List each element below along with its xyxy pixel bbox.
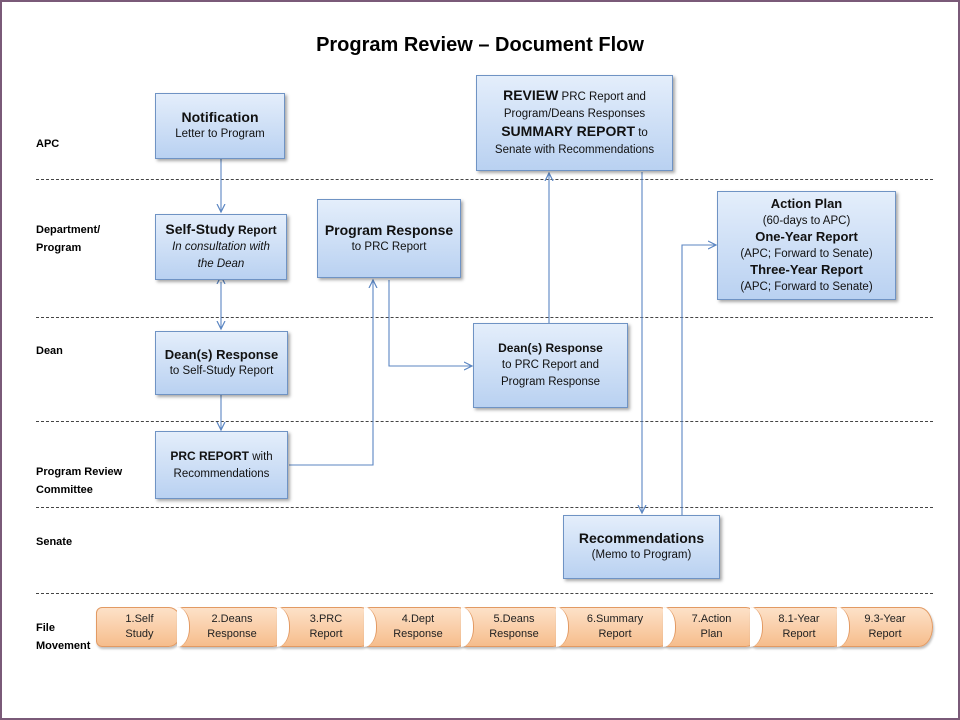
file-step-label: Report: [309, 628, 343, 640]
prc-report-heading: PRC REPORT: [170, 448, 250, 463]
notification-text: Letter to Program: [175, 128, 265, 140]
dean-response-text: to Self-Study Report: [169, 365, 274, 377]
review-text: to: [635, 127, 648, 139]
file-step-label: 7.Action: [691, 613, 732, 625]
lane-label-dean: Dean: [36, 345, 63, 357]
self-study-heading-suffix: Report: [234, 223, 277, 237]
recommendations-box: Recommendations (Memo to Program): [563, 515, 720, 579]
file-step-label: Plan: [700, 628, 723, 640]
lane-label-apc: APC: [36, 138, 60, 150]
lane-label-line: Program Review: [36, 466, 123, 478]
file-step-label: 4.Dept: [401, 613, 435, 625]
file-step-label: 1.Self: [125, 613, 154, 625]
file-step-label: Response: [207, 628, 257, 640]
dean-response-prc-box: Dean(s) Response to PRC Report and Progr…: [473, 323, 628, 408]
recommendations-heading: Recommendations: [578, 530, 705, 546]
file-step-label: 3.PRC: [309, 613, 343, 625]
lane-label-senate: Senate: [36, 536, 73, 548]
review-summary-box: REVIEW PRC Report and Program/Deans Resp…: [476, 75, 673, 171]
review-text: PRC Report and: [558, 91, 646, 103]
three-year-report-heading: Three-Year Report: [750, 262, 863, 277]
file-step-label: Response: [489, 628, 539, 640]
notification-heading: Notification: [181, 109, 259, 125]
lane-label-line: Department/: [36, 224, 101, 236]
notification-box: Notification Letter to Program: [155, 93, 285, 159]
program-response-text: to PRC Report: [351, 240, 427, 253]
review-heading: REVIEW: [503, 87, 559, 103]
chevron-notch: [364, 607, 377, 647]
self-study-heading: Self-Study: [165, 221, 235, 237]
lane-label-file-movement: File Movement: [36, 619, 90, 655]
file-step-label: Report: [782, 628, 816, 640]
program-response-box: Program Response to PRC Report: [317, 199, 461, 278]
file-step-label: Report: [868, 628, 902, 640]
chevron-notch: [177, 607, 190, 647]
action-plan-text: (APC; Forward to Senate): [740, 280, 873, 293]
one-year-report-heading: One-Year Report: [755, 229, 858, 244]
file-step-label: 5.Deans: [493, 613, 535, 625]
file-step-label: 2.Deans: [211, 613, 253, 625]
lane-divider: [36, 507, 933, 508]
dean-response-heading: Dean(s) Response: [164, 347, 279, 362]
chevron-notch: [556, 607, 569, 647]
chevron-notch: [837, 607, 850, 647]
action-plan-text: (60-days to APC): [762, 214, 851, 227]
chevron-notch: [461, 607, 474, 647]
dean-response-prc-text: to PRC Report and: [501, 359, 600, 371]
review-text: Program/Deans Responses: [503, 108, 646, 120]
lane-label-line: Committee: [36, 484, 93, 496]
diagram-title: Program Review – Document Flow: [316, 34, 644, 56]
prc-report-text: Recommendations: [173, 467, 270, 480]
prc-report-box: PRC REPORT with Recommendations: [155, 431, 288, 499]
lane-label-department-program: Department/ Program: [36, 221, 100, 257]
file-step-label: 8.1-Year: [778, 613, 820, 625]
dean-response-box: Dean(s) Response to Self-Study Report: [155, 331, 288, 395]
file-step-label: Report: [598, 628, 632, 640]
prc-report-text: with: [249, 450, 273, 463]
self-study-text: In consultation with: [172, 241, 270, 253]
lane-label-line: File: [36, 622, 55, 634]
chevron-notch: [663, 607, 676, 647]
chevron-notch: [277, 607, 290, 647]
lane-divider: [36, 593, 933, 594]
self-study-text: the Dean: [197, 258, 245, 270]
summary-report-heading: SUMMARY REPORT: [501, 123, 635, 139]
arrow-prc-report-to-program-response: [289, 280, 373, 466]
lane-label-line: Program: [36, 242, 82, 254]
arrow-recommendations-to-action-plan: [681, 245, 716, 515]
action-plan-text: (APC; Forward to Senate): [740, 247, 873, 260]
program-response-heading: Program Response: [324, 221, 454, 238]
chevron-notch: [750, 607, 763, 647]
file-step-label: 6.Summary: [586, 613, 644, 625]
action-plan-heading: Action Plan: [770, 196, 843, 211]
lane-label-prc: Program Review Committee: [36, 463, 122, 499]
recommendations-text: (Memo to Program): [591, 549, 692, 561]
dean-response-prc-text: Program Response: [500, 376, 601, 388]
file-step-label: Response: [393, 628, 443, 640]
dean-response-prc-heading: Dean(s) Response: [498, 341, 603, 355]
file-step-label: Study: [125, 628, 154, 640]
review-text: Senate with Recommendations: [494, 144, 655, 156]
lane-divider: [36, 179, 933, 180]
lane-divider: [36, 421, 933, 422]
action-plan-box: Action Plan (60-days to APC) One-Year Re…: [717, 191, 896, 300]
lane-divider: [36, 317, 933, 318]
lane-label-line: Movement: [36, 640, 91, 652]
self-study-box: Self-Study Report In consultation with t…: [155, 214, 287, 280]
file-step-3: 3.PRC Report: [277, 607, 375, 647]
arrow-program-response-to-dean-response: [388, 280, 472, 366]
file-step-label: 9.3-Year: [864, 613, 906, 625]
